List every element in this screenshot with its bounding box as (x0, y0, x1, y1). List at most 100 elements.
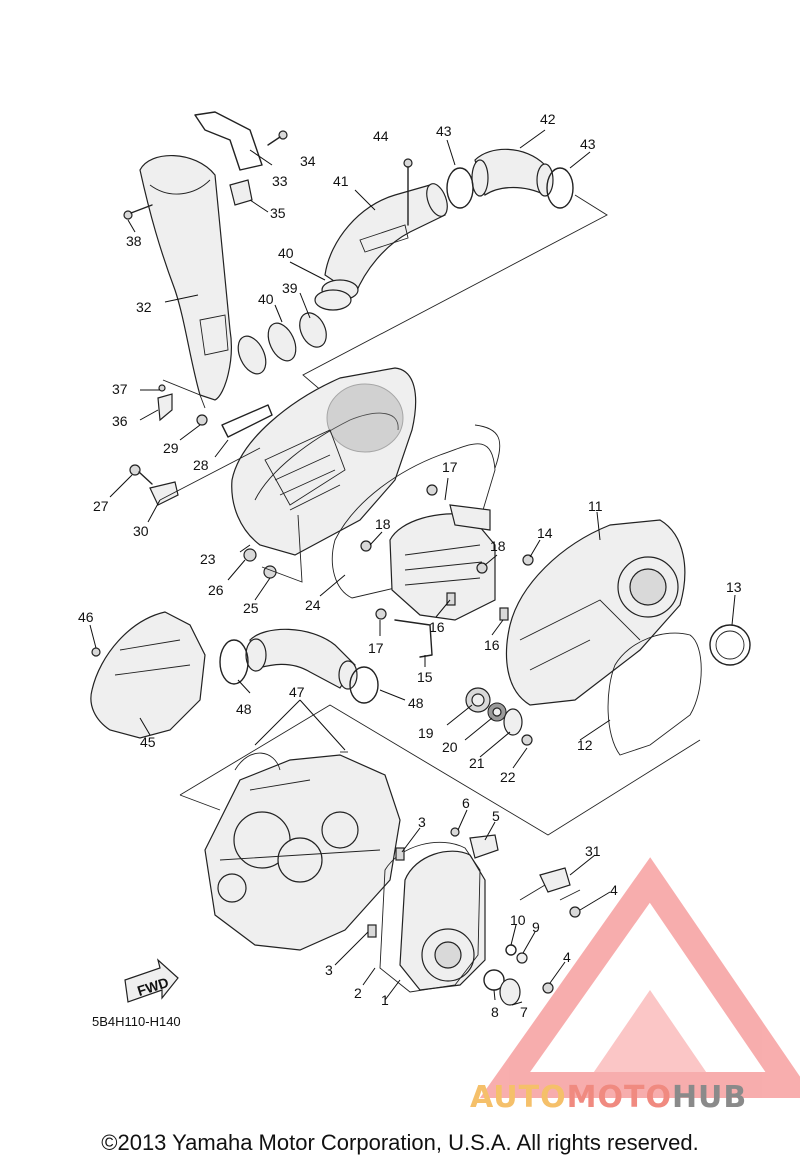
inner-cover (389, 513, 496, 621)
callout-10: 10 (510, 912, 526, 928)
bolt-46 (91, 647, 101, 657)
callout-32: 32 (136, 299, 152, 315)
callout-16-left: 16 (429, 619, 445, 635)
callout-41: 41 (333, 173, 349, 189)
callout-20: 20 (442, 739, 458, 755)
bolt-17-top (426, 484, 438, 496)
callout-46: 46 (78, 609, 94, 625)
bolt-27 (129, 464, 153, 485)
callout-12: 12 (577, 737, 593, 753)
dowel-16-right (499, 607, 509, 621)
plate-35 (229, 179, 253, 206)
callout-3-bottom: 3 (325, 962, 333, 978)
bolt-14 (522, 554, 534, 566)
bracket-5 (469, 834, 499, 859)
callout-8: 8 (491, 1004, 499, 1020)
callout-42: 42 (540, 111, 556, 127)
callout-21: 21 (469, 755, 485, 771)
callout-27: 27 (93, 498, 109, 514)
callout-48-right: 48 (408, 695, 424, 711)
clip-36 (157, 393, 173, 422)
crankcase (204, 752, 401, 951)
seal-20 (487, 702, 507, 722)
callout-35: 35 (270, 205, 286, 221)
callout-18-left: 18 (375, 516, 391, 532)
intake-duct-41 (314, 183, 448, 311)
fwd-arrow-icon: FWD (124, 958, 179, 1003)
callout-26: 26 (208, 582, 224, 598)
callout-3-top: 3 (418, 814, 426, 830)
bolt-44 (403, 158, 413, 226)
bolt-17-bottom (375, 608, 387, 620)
bolt-4-bottom (542, 982, 554, 994)
callout-17-bottom: 17 (368, 640, 384, 656)
hose-47 (245, 628, 358, 690)
bearing-19 (465, 687, 491, 713)
bolt-4-top (569, 906, 581, 918)
callout-4-bottom: 4 (563, 949, 571, 965)
callout-18-right: 18 (490, 538, 506, 554)
watermark-text-hub: HUB (671, 1080, 748, 1115)
callout-15: 15 (417, 669, 433, 685)
dowel-3-bottom (367, 924, 377, 938)
callout-40-bottom: 40 (258, 291, 274, 307)
hose-42 (471, 148, 554, 197)
gasket-12 (607, 632, 702, 756)
bolt-29 (196, 414, 208, 426)
callout-23: 23 (200, 551, 216, 567)
airbox-45 (90, 611, 206, 739)
callout-39: 39 (282, 280, 298, 296)
copyright-notice: ©2013 Yamaha Motor Corporation, U.S.A. A… (101, 1130, 699, 1155)
callout-13: 13 (726, 579, 742, 595)
bracket-28 (221, 404, 273, 438)
bracket-30 (149, 481, 179, 506)
clamp-48-left (219, 639, 249, 685)
callout-19: 19 (418, 725, 434, 741)
clamp-43-left (446, 167, 474, 209)
leader-lines-lower (89, 389, 736, 1006)
duct-17 (449, 504, 491, 531)
o-ring-13 (709, 624, 751, 666)
bolt-38 (123, 204, 153, 220)
bolt-6 (450, 827, 460, 837)
washer-9 (516, 952, 528, 964)
intake-duct-32 (139, 155, 327, 401)
callout-37: 37 (112, 381, 128, 397)
bolt-37 (158, 384, 166, 392)
callout-48-left: 48 (236, 701, 252, 717)
bracket-31 (539, 867, 571, 893)
plug-7 (499, 978, 521, 1006)
clamp-48-right (349, 666, 379, 704)
callout-9: 9 (532, 919, 540, 935)
callout-4-top: 4 (610, 882, 618, 898)
callout-7: 7 (520, 1004, 528, 1020)
callout-6: 6 (462, 795, 470, 811)
bolt-22 (521, 734, 533, 746)
clamp-43-right (546, 167, 574, 209)
callout-45: 45 (140, 734, 156, 750)
callout-43-right: 43 (580, 136, 596, 152)
callout-14: 14 (537, 525, 553, 541)
callout-22: 22 (500, 769, 516, 785)
callout-44: 44 (373, 128, 389, 144)
watermark-text-moto: MOTO (566, 1080, 672, 1115)
callout-31: 31 (585, 843, 601, 859)
cvt-cover-11 (505, 519, 686, 706)
callout-38: 38 (126, 233, 142, 249)
callout-40-top: 40 (278, 245, 294, 261)
o-ring-10 (505, 944, 517, 956)
gasket-24 (331, 443, 496, 599)
callout-34: 34 (300, 153, 316, 169)
reference-code: 5B4H110-H140 (92, 1014, 181, 1029)
watermark-text-auto: AUTO (470, 1080, 567, 1115)
callout-17-top: 17 (442, 459, 458, 475)
bolt-18-left (360, 540, 372, 552)
bracket-33 (194, 111, 263, 171)
callout-29: 29 (163, 440, 179, 456)
dowel-16-left (446, 592, 456, 606)
callout-25: 25 (243, 600, 259, 616)
callout-labels: 1 2 3 3 4 4 5 6 7 8 9 10 11 12 13 14 15 … (78, 111, 742, 1020)
watermark-text: AUTOMOTOHUB (470, 1080, 747, 1115)
callout-5: 5 (492, 808, 500, 824)
